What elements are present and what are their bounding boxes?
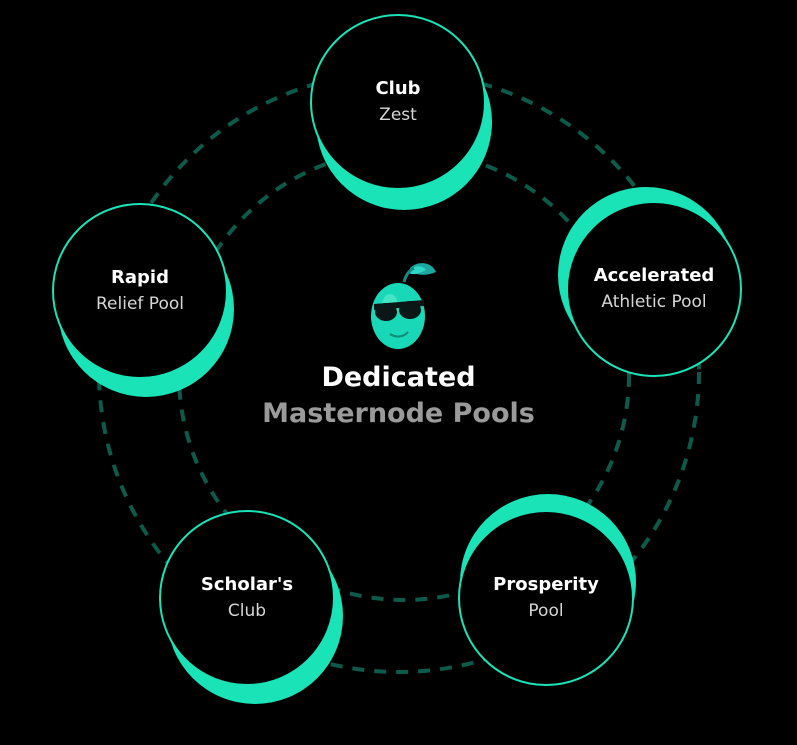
node-subtitle: Club — [227, 601, 267, 621]
node-disc: Club Zest — [310, 14, 486, 190]
node-scholars-club[interactable]: Scholar's Club — [159, 510, 343, 704]
node-rapid-relief-pool[interactable]: Rapid Relief Pool — [52, 203, 234, 397]
node-title: Accelerated — [593, 265, 715, 286]
node-accelerated-athletic-pool[interactable]: Accelerated Athletic Pool — [558, 187, 742, 377]
node-disc: Scholar's Club — [159, 510, 335, 686]
node-title: Prosperity — [493, 574, 599, 595]
node-disc: Rapid Relief Pool — [52, 203, 228, 379]
diagram-subtitle: Masternode Pools — [262, 398, 535, 429]
node-disc: Prosperity Pool — [458, 510, 634, 686]
lime-with-sunglasses-icon — [371, 263, 436, 349]
node-subtitle: Pool — [528, 601, 564, 621]
node-club-zest[interactable]: Club Zest — [310, 14, 492, 210]
node-prosperity-pool[interactable]: Prosperity Pool — [458, 494, 636, 686]
node-title: Scholar's — [200, 574, 294, 595]
node-title: Rapid — [111, 267, 169, 288]
node-subtitle: Relief Pool — [96, 294, 184, 314]
diagram-title: Dedicated — [321, 362, 476, 393]
node-disc: Accelerated Athletic Pool — [566, 201, 742, 377]
node-subtitle: Athletic Pool — [601, 292, 707, 312]
node-subtitle: Zest — [379, 105, 417, 125]
node-title: Club — [375, 78, 421, 99]
